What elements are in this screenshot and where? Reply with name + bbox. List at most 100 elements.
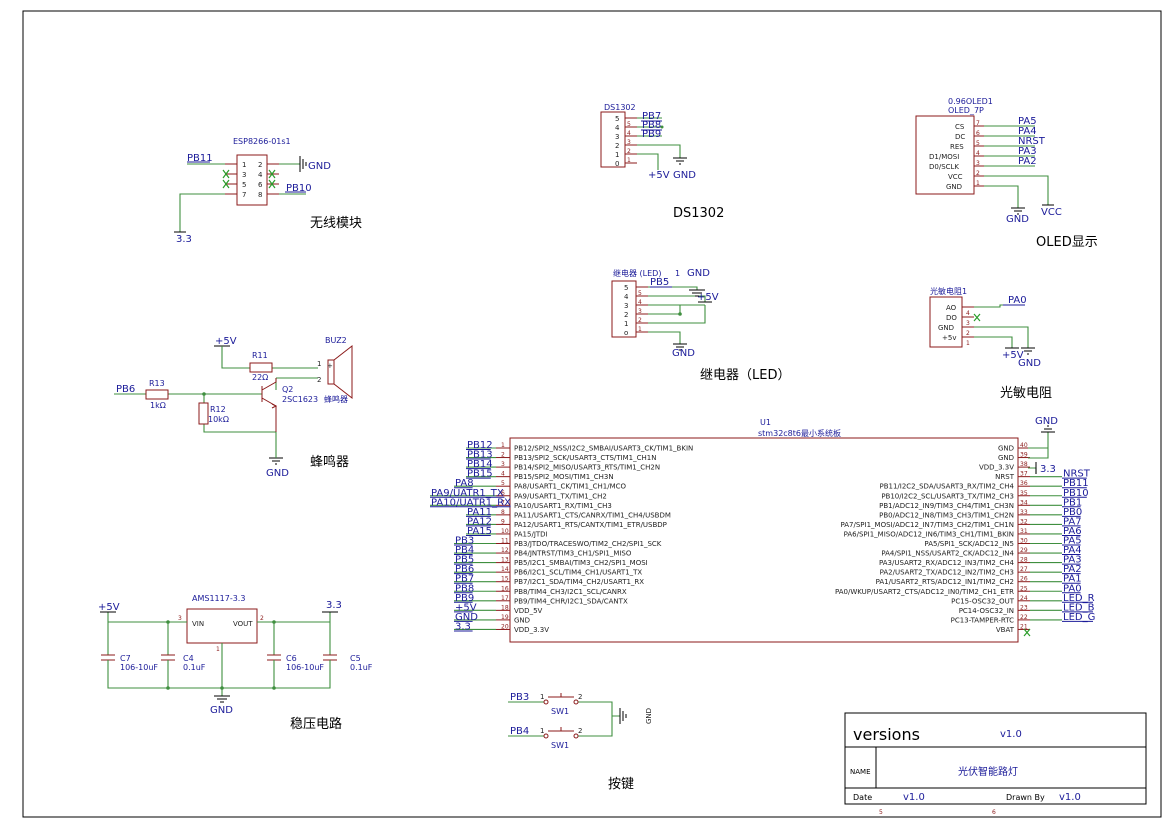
mcu-left-pin-label: PB9/TIM4_CHR/I2C1_SDA/CANTX xyxy=(514,597,628,605)
mcu-right-pin-num: 33 xyxy=(1020,509,1028,516)
buzzer-pin-1: 1 xyxy=(317,360,321,368)
mcu-right-pin-num: 34 xyxy=(1020,499,1028,506)
mcu-right-pin-num: 37 xyxy=(1020,471,1028,478)
mcu-right-net: PA7 xyxy=(1063,516,1082,527)
photo-pin-do: DO xyxy=(946,314,957,322)
mcu-left-pin-label: PB8/TIM4_CH3/I2C1_SCL/CANRX xyxy=(514,588,627,596)
buzzer-net-5v: +5V xyxy=(215,336,237,347)
mcu-right-net: NRST xyxy=(1063,469,1091,480)
c4-value: 0.1uF xyxy=(183,663,206,672)
esp-pin-8: 8 xyxy=(258,191,262,199)
ds-row-3: 3 xyxy=(615,133,619,141)
mcu-right-pin-label: NRST xyxy=(995,473,1015,481)
mcu-left-net: PB13 xyxy=(467,450,493,461)
oled-num-7: 7 xyxy=(976,120,980,127)
r11-value: 22Ω xyxy=(252,373,268,382)
oled-module: 0.96OLED1 OLED_7P CS DC RES D1/MOSI D0/S… xyxy=(915,97,1098,250)
mcu-left-net: PA12 xyxy=(467,516,492,527)
mcu-right-pin-num: 30 xyxy=(1020,538,1028,545)
relay-module: 继电器 (LED) 1 5 4 3 2 1 o 5 4 3 2 1 PB5 GN… xyxy=(611,268,790,383)
esp-pin-4: 4 xyxy=(258,171,263,179)
sw-a-pin2: 2 xyxy=(578,693,582,701)
mcu-left-net: PB5 xyxy=(455,555,474,566)
caption-buzzer: 蜂鸣器 xyxy=(310,454,349,470)
mcu-left-pin-num: 12 xyxy=(501,547,509,554)
reg-pin-vout: VOUT xyxy=(233,620,253,628)
caption-keys: 按键 xyxy=(608,777,634,792)
mcu-net-gnd: GND xyxy=(1035,416,1058,427)
sw-b-pin2: 2 xyxy=(578,727,582,735)
q2-label: Q2 xyxy=(282,385,293,394)
mcu-left-pin-label: PA11/USART1_CTS/CANRX/TIM1_CH4/USBDM xyxy=(514,511,671,519)
mcu-right-pin-label: GND xyxy=(998,454,1014,462)
oled-num-3: 3 xyxy=(976,160,980,167)
mcu-left-pin-num: 10 xyxy=(501,528,509,535)
resistor-r13 xyxy=(145,389,169,400)
oled-net-pa3: PA3 xyxy=(1018,146,1037,157)
mcu-left-pin-label: PB15/SPI2_MOSI/TIM1_CH3N xyxy=(514,473,614,481)
c7-label: C7 xyxy=(120,654,131,663)
mcu-left-pin-num: 4 xyxy=(501,471,505,478)
ds-part-name: DS1302 xyxy=(604,103,636,112)
relay-pin-4: 4 xyxy=(638,299,642,306)
r13-value: 1kΩ xyxy=(150,401,166,410)
esp8266-module: ESP8266-01s1 1 2 3 4 5 6 7 8 PB11 GND PB… xyxy=(174,137,362,245)
relay-pin-3: 3 xyxy=(638,308,642,315)
ds-row-2: 4 xyxy=(615,124,620,132)
stm32-mcu: U1 stm32c8t6最小系统板 PB12/SPI2_NSS/I2C2_SMB… xyxy=(430,416,1095,643)
tb-date-value: v1.0 xyxy=(903,792,925,803)
mcu-left-net: PB3 xyxy=(455,536,474,547)
tb-drawn-value: v1.0 xyxy=(1059,792,1081,803)
mcu-left-pin-label: VDD_5V xyxy=(514,607,543,615)
mcu-left-net: PB4 xyxy=(455,545,474,556)
oled-net-pa2: PA2 xyxy=(1018,156,1037,167)
mcu-sub: stm32c8t6最小系统板 xyxy=(758,428,841,438)
buzzer-circuit: +5V R11 22Ω BUZ2 蜂鸣器 + 1 2 PB6 R13 1kΩ R… xyxy=(114,336,353,479)
buzzer-sub: 蜂鸣器 xyxy=(324,394,348,404)
mcu-left-net: PB12 xyxy=(467,440,493,451)
oled-num-4: 4 xyxy=(976,150,980,157)
mcu-right-pin-num: 28 xyxy=(1020,557,1028,564)
mcu-body xyxy=(509,437,1019,643)
caption-wireless: 无线模块 xyxy=(310,216,362,231)
relay-net-5v: +5V xyxy=(697,292,719,303)
mcu-left-net: PB6 xyxy=(455,564,474,575)
reg-pin-vin: VIN xyxy=(192,620,204,628)
mcu-left-pin-label: PA10/USART1_RX/TIM1_CH3 xyxy=(514,502,612,510)
photo-net-gnd: GND xyxy=(1018,358,1041,369)
mcu-left-net: +5V xyxy=(455,602,477,613)
esp-pin-2: 2 xyxy=(258,161,262,169)
r11-label: R11 xyxy=(252,351,268,360)
switch-sw1-b xyxy=(548,727,574,732)
mcu-right-pin-num: 36 xyxy=(1020,480,1028,487)
mcu-left-pin-num: 5 xyxy=(501,480,505,487)
sw-b-label: SW1 xyxy=(551,741,569,750)
esp-net-gnd: GND xyxy=(308,161,331,172)
relay-row-2: 4 xyxy=(624,293,629,301)
caption-photo: 光敏电阻 xyxy=(1000,386,1052,401)
photo-net-pa0: PA0 xyxy=(1008,295,1027,306)
mcu-right-pin-num: 23 xyxy=(1020,604,1028,611)
oled-net-pa5: PA5 xyxy=(1018,116,1037,127)
esp-net-pb10: PB10 xyxy=(286,183,312,194)
photo-pin-ao: AO xyxy=(946,304,957,312)
mcu-right-net: PB11 xyxy=(1063,478,1089,489)
mcu-right-pin-label: PA5/SPI1_SCK/ADC12_IN5 xyxy=(924,540,1014,548)
mcu-left-pin-num: 6 xyxy=(501,490,505,497)
relay-row-4: 2 xyxy=(624,311,628,319)
ds-pin-3: 3 xyxy=(627,139,631,146)
mcu-ref: U1 xyxy=(760,418,771,427)
mcu-left-pin-num: 13 xyxy=(501,557,509,564)
mcu-right-pin-label: PA4/SPI1_NSS/USART2_CK/ADC12_IN4 xyxy=(881,550,1014,558)
mcu-left-pin-num: 8 xyxy=(501,509,505,516)
mcu-right-pin-num: 22 xyxy=(1020,614,1028,621)
esp-part-name: ESP8266-01s1 xyxy=(233,137,291,146)
mcu-left-pin-num: 16 xyxy=(501,585,509,592)
switch-sw1-a xyxy=(548,693,574,698)
mcu-left-pin-label: PB13/SPI2_SCK/USART3_CTS/TIM1_CH1N xyxy=(514,454,656,462)
caption-relay: 继电器（LED） xyxy=(700,368,790,383)
mcu-right-net: PA3 xyxy=(1063,555,1082,566)
mcu-right-pin-num: 27 xyxy=(1020,566,1028,573)
relay-net-pb5: PB5 xyxy=(650,277,669,288)
mcu-left-pin-label: VDD_3.3V xyxy=(514,626,549,634)
